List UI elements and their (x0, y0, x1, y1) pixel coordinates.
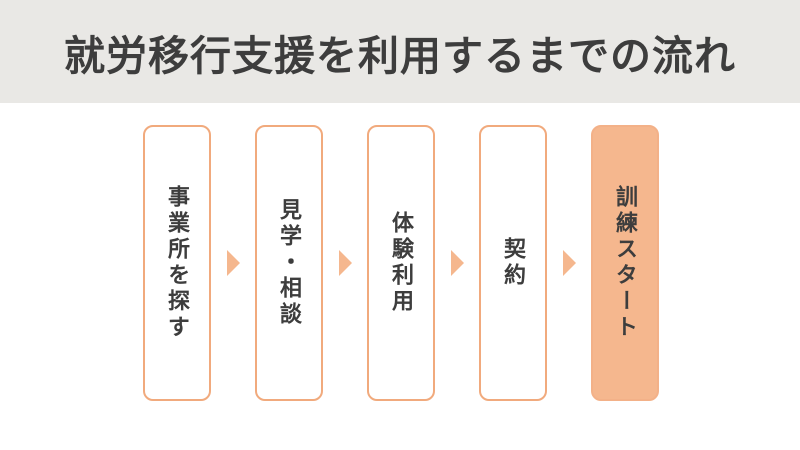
step-box-tour-consult: 見学・相談 (255, 125, 323, 401)
right-arrow-icon (338, 250, 352, 276)
step-label-contract: 契約 (501, 237, 526, 289)
step-label-search-office: 事業所を探す (165, 185, 190, 341)
right-arrow-icon (450, 250, 464, 276)
arrow-cell-1 (211, 125, 255, 401)
arrow-cell-3 (435, 125, 479, 401)
step-box-search-office: 事業所を探す (143, 125, 211, 401)
page-title: 就労移行支援を利用するまでの流れ (64, 32, 736, 79)
right-arrow-icon (562, 250, 576, 276)
step-box-contract: 契約 (479, 125, 547, 401)
arrow-cell-4 (547, 125, 591, 401)
step-box-trial-use: 体験利用 (367, 125, 435, 401)
step-label-tour-consult: 見学・相談 (277, 198, 302, 328)
right-arrow-icon (226, 250, 240, 276)
step-box-training-start: 訓練スタート (591, 125, 659, 401)
step-label-trial-use: 体験利用 (389, 211, 414, 315)
step-label-training-start: 訓練スタート (613, 185, 638, 341)
flow-diagram: 事業所を探す 見学・相談 体験利用 契約 訓練スタート (143, 125, 659, 401)
arrow-cell-2 (323, 125, 367, 401)
title-banner: 就労移行支援を利用するまでの流れ (0, 0, 800, 103)
